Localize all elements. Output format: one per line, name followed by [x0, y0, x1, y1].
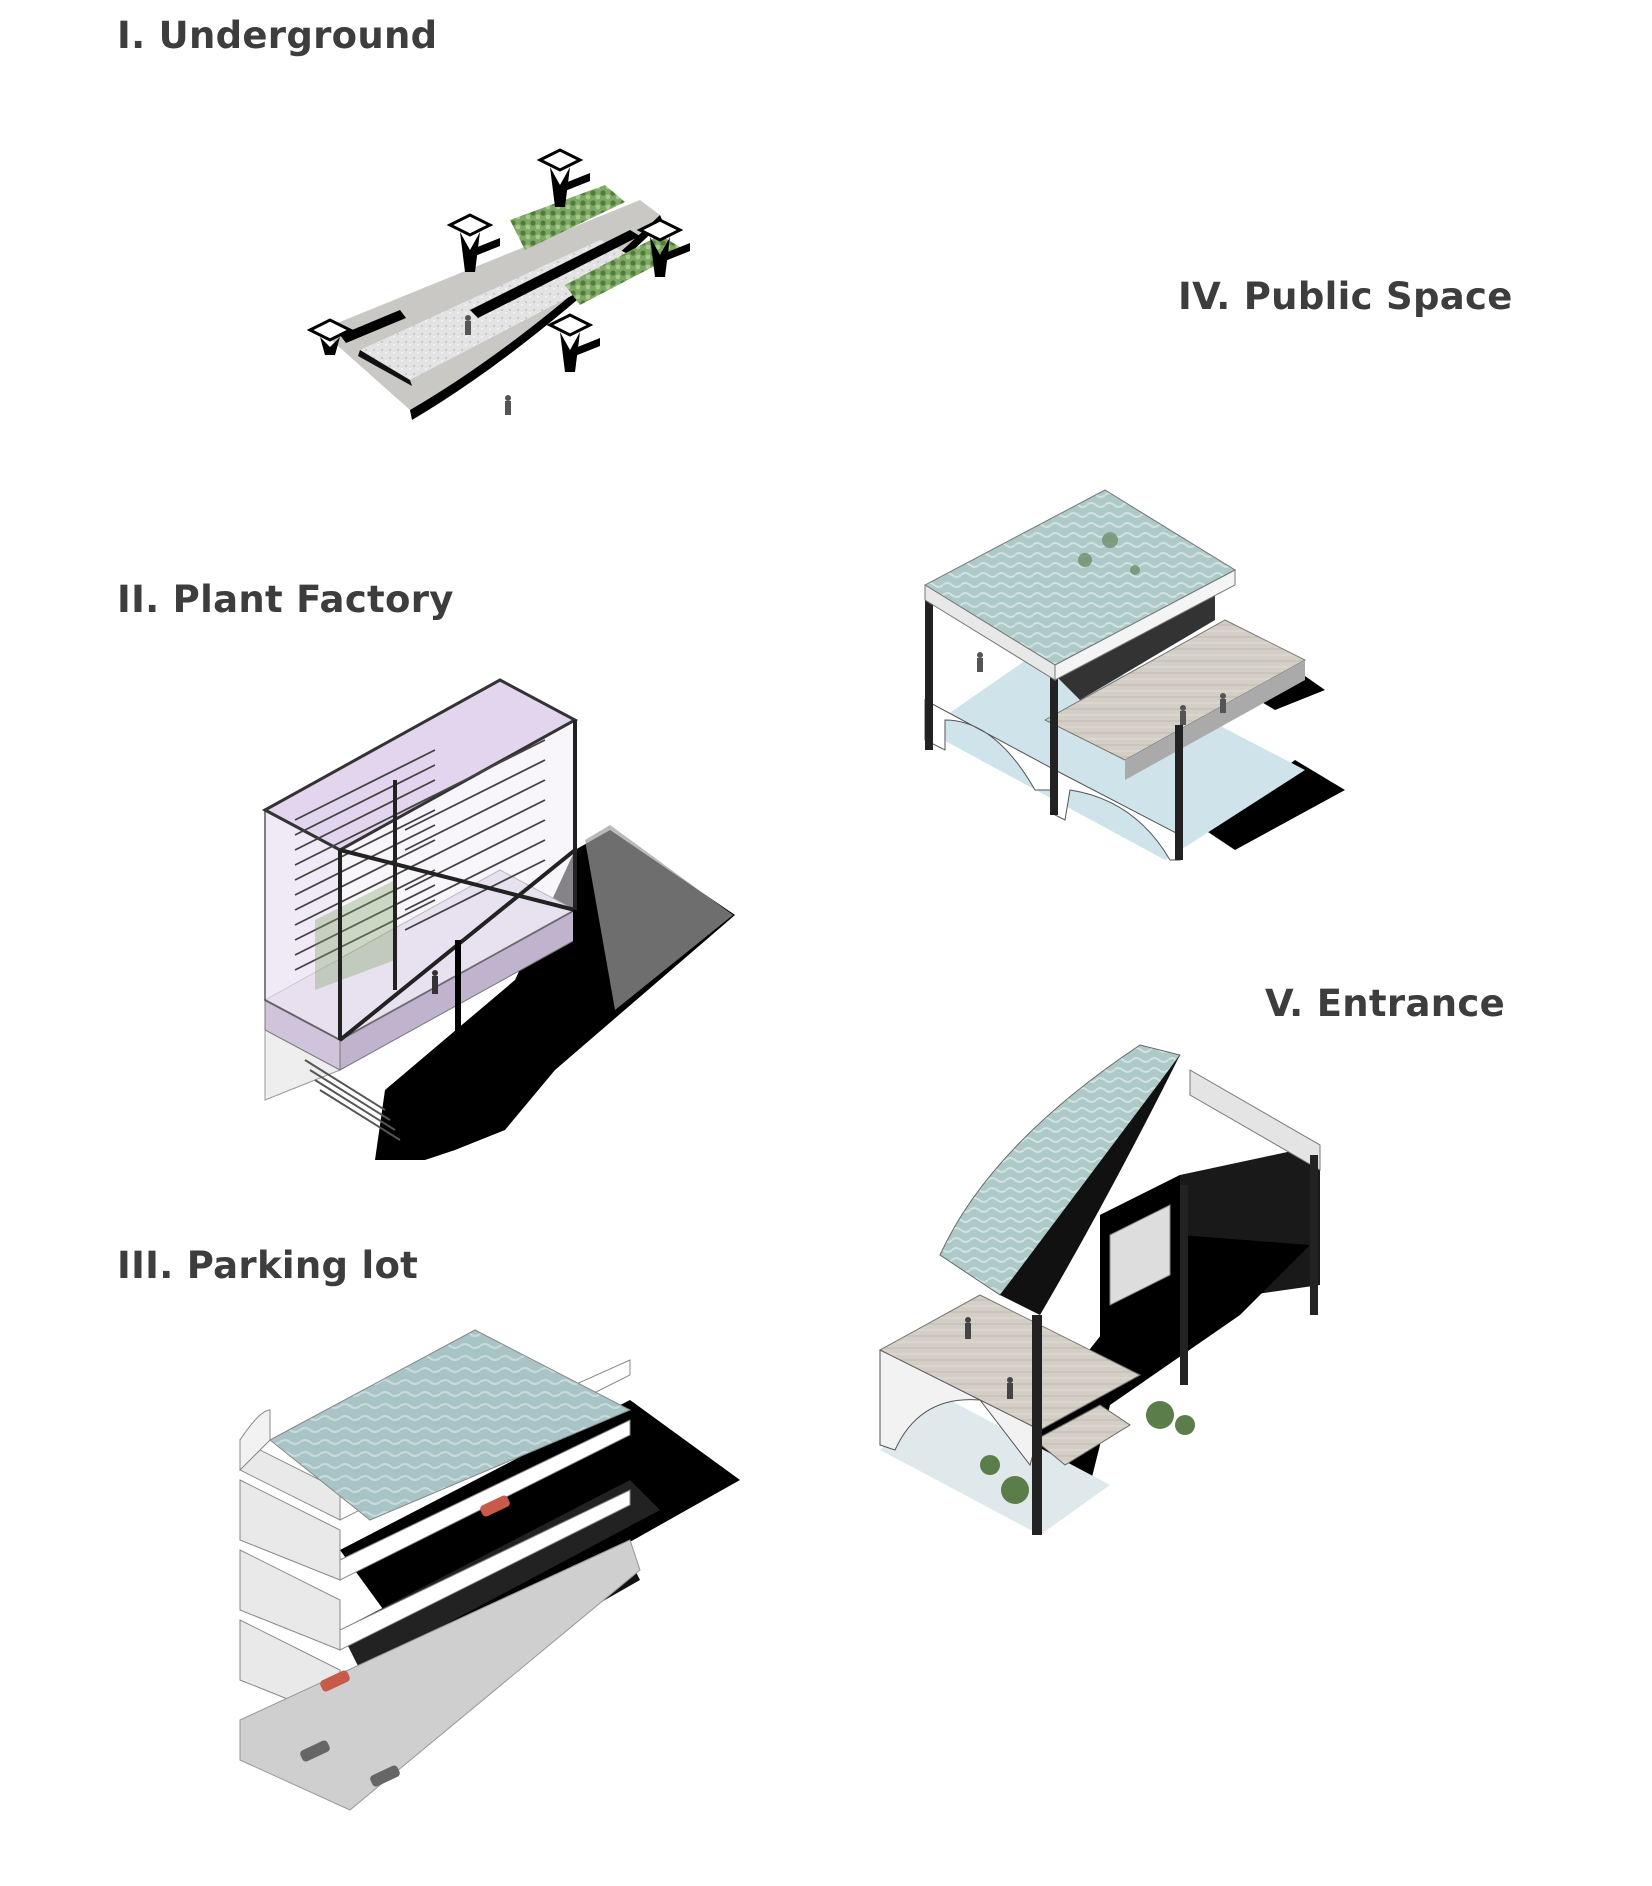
- entrance-window: [1109, 1204, 1171, 1306]
- underground-diagram: [300, 140, 750, 440]
- entrance-shrub: [980, 1401, 1195, 1504]
- parking-level: [239, 1489, 631, 1651]
- plant-factory-grow-racks-lower: [304, 1059, 401, 1141]
- parking-car: [320, 1495, 510, 1692]
- parking-level: [239, 1419, 631, 1581]
- public-space-person-figure: [977, 652, 1226, 725]
- underground-walkway: [360, 240, 640, 380]
- public-space-shadow: [1205, 760, 1345, 850]
- public-space-roof-pool: [923, 489, 1237, 666]
- entrance-diagram: [878, 1044, 1420, 1555]
- section-title-plant-factory: II. Plant Factory: [117, 578, 454, 621]
- public-space-diagram: [923, 489, 1355, 920]
- section-title-underground: I. Underground: [117, 14, 438, 57]
- parking-car: [300, 1740, 400, 1787]
- parking-lot-diagram: [239, 1329, 760, 1860]
- underground-column: [306, 318, 354, 355]
- entrance-column: [1032, 1155, 1318, 1535]
- parking-ground-slab: [239, 1539, 641, 1811]
- parking-roof-water: [269, 1329, 632, 1521]
- public-space-column: [925, 590, 1183, 860]
- underground-column: [446, 213, 500, 272]
- underground-column: [536, 148, 590, 207]
- plant-factory-diagram: [255, 670, 735, 1190]
- section-title-public-space: IV. Public Space: [1178, 275, 1513, 318]
- underground-planting-bed: [510, 185, 625, 250]
- entrance-person-figure: [965, 1317, 1013, 1399]
- underground-pedestrian-figure: [465, 315, 511, 415]
- section-title-parking-lot: III. Parking lot: [117, 1244, 419, 1287]
- underground-column: [546, 313, 600, 372]
- entrance-steps: [1034, 1404, 1131, 1466]
- underground-column: [636, 218, 690, 277]
- section-title-entrance: V. Entrance: [1265, 982, 1505, 1025]
- plant-factory-worker-figure: [432, 970, 438, 994]
